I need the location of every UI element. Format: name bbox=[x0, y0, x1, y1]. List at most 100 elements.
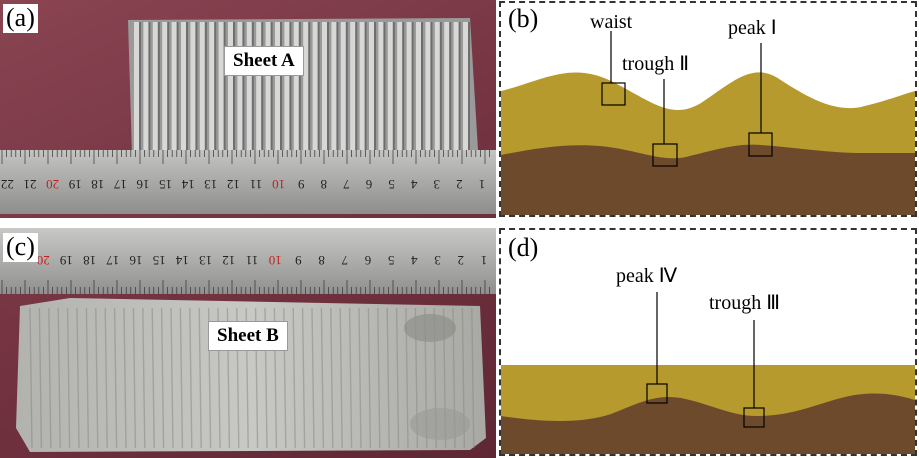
faint-ridge bbox=[471, 307, 475, 449]
ridge-shadow bbox=[364, 22, 367, 150]
ridge-shadow bbox=[345, 22, 348, 150]
ridge-shadow bbox=[261, 22, 264, 150]
ridge bbox=[425, 22, 432, 150]
ridge bbox=[284, 22, 291, 150]
faint-ridge bbox=[179, 307, 184, 449]
ridge bbox=[312, 22, 319, 150]
faint-ridge bbox=[66, 307, 71, 449]
ruler-a-number: 15 bbox=[159, 177, 172, 192]
ruler-a-number: 14 bbox=[181, 177, 195, 192]
bottom-layer-b bbox=[501, 144, 915, 215]
ruler-a-number: 9 bbox=[298, 177, 305, 192]
ruler-a-number: 5 bbox=[388, 177, 395, 192]
faint-ridge bbox=[113, 307, 118, 449]
faint-ridge bbox=[377, 307, 381, 449]
ruler-c-number: 6 bbox=[364, 253, 371, 268]
label-peak4: peak Ⅳ bbox=[616, 265, 678, 287]
ridge-shadow bbox=[308, 22, 311, 150]
ridge-shadow bbox=[195, 22, 198, 150]
label-waist: waist bbox=[590, 11, 633, 33]
faint-ridge bbox=[142, 307, 146, 449]
ridge-shadow bbox=[392, 22, 395, 150]
ruler-a-number: 1 bbox=[479, 177, 486, 192]
ridge-shadow bbox=[468, 22, 470, 150]
ruler-a-number: 11 bbox=[250, 177, 263, 192]
ridge-shadow bbox=[327, 22, 329, 150]
ridge-shadow bbox=[233, 22, 235, 150]
ridge bbox=[209, 22, 216, 150]
ridge-shadow bbox=[298, 22, 301, 150]
label-trough2: trough Ⅱ bbox=[622, 53, 690, 75]
ridge-shadow bbox=[458, 22, 461, 150]
ridge-shadow bbox=[449, 22, 452, 150]
faint-ridge bbox=[320, 307, 325, 449]
ridge-shadow bbox=[251, 22, 254, 150]
panel-c-label: (c) bbox=[3, 233, 38, 262]
ruler-a-number: 3 bbox=[434, 177, 441, 192]
panel-d-layers bbox=[501, 292, 915, 454]
ridge bbox=[416, 22, 422, 150]
ridge bbox=[434, 22, 441, 150]
faint-ridge bbox=[189, 307, 193, 449]
panel-b-label: (b) bbox=[508, 4, 539, 33]
ridge bbox=[199, 22, 206, 150]
ruler-c-number: 19 bbox=[60, 253, 73, 268]
ridge-shadow bbox=[317, 22, 320, 150]
ridge-shadow bbox=[270, 22, 273, 150]
ridge-shadow bbox=[430, 22, 433, 150]
ridge-shadow bbox=[421, 22, 423, 150]
panel-a-label: (a) bbox=[3, 4, 38, 33]
ruler-a-number: 18 bbox=[91, 177, 104, 192]
ridge bbox=[340, 22, 347, 150]
faint-ridge bbox=[395, 307, 400, 449]
ridge-shadow bbox=[355, 22, 358, 150]
ruler-c-number: 1 bbox=[481, 253, 488, 268]
faint-ridge bbox=[348, 307, 353, 449]
ruler-a-number: 21 bbox=[24, 177, 37, 192]
ruler-c-number: 5 bbox=[388, 253, 395, 268]
faint-ridge bbox=[76, 307, 80, 449]
ridge-shadow bbox=[402, 22, 405, 150]
faint-ridge bbox=[104, 307, 108, 449]
label-trough3: trough Ⅲ bbox=[709, 292, 781, 314]
ridge-shadow bbox=[289, 22, 292, 150]
ridge bbox=[265, 22, 272, 150]
ruler-c-number: 17 bbox=[106, 253, 120, 268]
panel-b-layers bbox=[501, 31, 915, 215]
ridge bbox=[293, 22, 300, 150]
ridge bbox=[359, 22, 366, 150]
ridge-shadow bbox=[167, 22, 170, 150]
ridge-shadow bbox=[223, 22, 226, 150]
sheet-a-label: Sheet A bbox=[224, 46, 304, 76]
ruler-c-number: 7 bbox=[341, 253, 348, 268]
faint-ridge bbox=[358, 307, 362, 449]
faint-ridge bbox=[151, 307, 155, 449]
ridge bbox=[275, 22, 281, 150]
ridge bbox=[181, 22, 187, 150]
ridge-shadow bbox=[214, 22, 217, 150]
ridge-shadow bbox=[383, 22, 386, 150]
ridge-shadow bbox=[374, 22, 376, 150]
ruler-c-number: 3 bbox=[434, 253, 441, 268]
faint-ridge bbox=[29, 307, 33, 449]
faint-ridge bbox=[170, 307, 174, 449]
box-waist bbox=[601, 82, 626, 106]
faint-ridge bbox=[38, 307, 43, 449]
box-trough2 bbox=[652, 143, 678, 167]
faint-ridge bbox=[85, 307, 90, 449]
ridge bbox=[228, 22, 234, 150]
ridge-shadow bbox=[186, 22, 188, 150]
ridge bbox=[171, 22, 178, 150]
faint-ridge bbox=[311, 307, 315, 449]
ridge-shadow bbox=[139, 22, 141, 150]
ridge bbox=[190, 22, 197, 150]
faint-ridge bbox=[95, 307, 99, 449]
ridge bbox=[350, 22, 357, 150]
ruler-c-number: 10 bbox=[269, 253, 282, 268]
faint-ridge bbox=[292, 307, 296, 449]
ridge bbox=[397, 22, 404, 150]
ridge-shadow bbox=[242, 22, 245, 150]
ridge-shadow bbox=[336, 22, 339, 150]
ruler-c-number: 15 bbox=[153, 253, 166, 268]
